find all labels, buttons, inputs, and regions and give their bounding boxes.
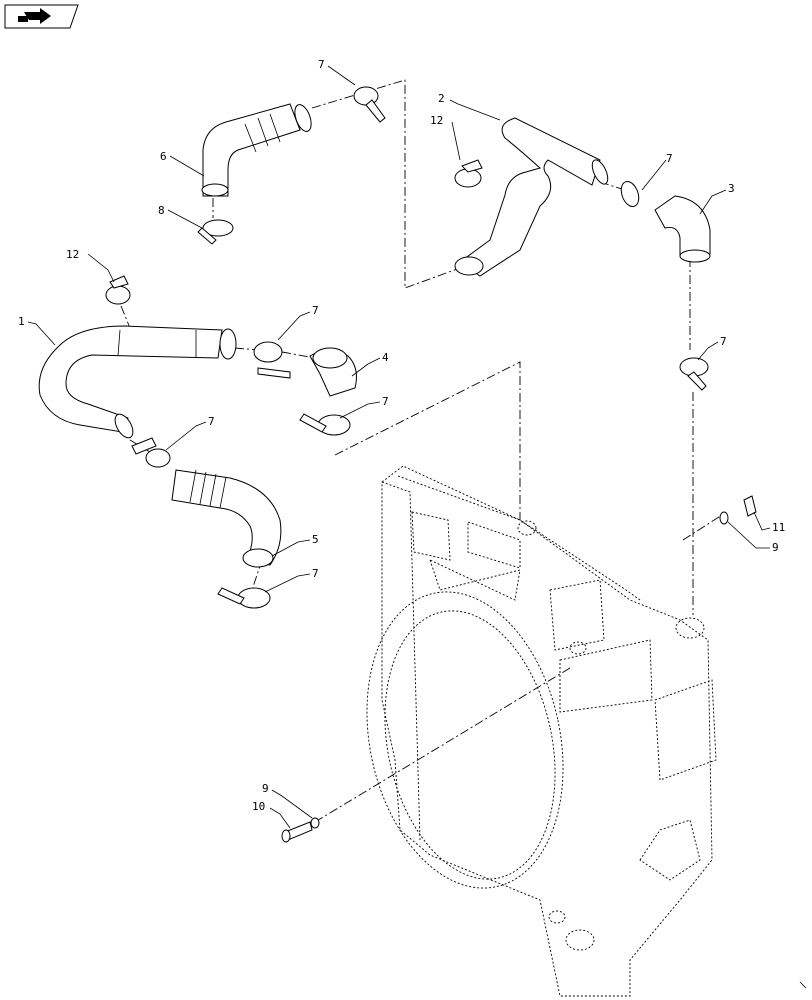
corner-mark bbox=[799, 981, 807, 989]
callout-9: 9 bbox=[772, 541, 779, 554]
next-page-button[interactable] bbox=[4, 4, 79, 29]
callout-labels: 7 2 12 7 3 6 8 12 1 7 4 7 7 7 5 7 11 9 9… bbox=[18, 58, 785, 813]
callout-9: 9 bbox=[262, 782, 269, 795]
callout-6: 6 bbox=[160, 150, 167, 163]
callout-7: 7 bbox=[318, 58, 325, 71]
clamp-7-bottom bbox=[217, 587, 271, 609]
next-page-arrow-icon bbox=[18, 8, 51, 24]
hose-2 bbox=[454, 117, 609, 277]
callout-12: 12 bbox=[66, 248, 79, 261]
callout-7: 7 bbox=[208, 415, 215, 428]
clamp-7-top bbox=[353, 86, 386, 123]
clamp-8 bbox=[197, 219, 234, 245]
clamp-7-right-mid bbox=[679, 357, 709, 391]
elbow-4 bbox=[309, 347, 357, 397]
clamp-7-lower-left bbox=[131, 437, 171, 468]
callout-leaders bbox=[27, 65, 771, 829]
clamp-7-center bbox=[299, 413, 351, 436]
callout-7: 7 bbox=[382, 395, 389, 408]
callout-8: 8 bbox=[158, 204, 165, 217]
radiator-assembly bbox=[366, 465, 717, 997]
callout-1: 1 bbox=[18, 315, 25, 328]
hose-5 bbox=[171, 469, 282, 568]
elbow-3 bbox=[654, 195, 711, 263]
callout-4: 4 bbox=[382, 351, 389, 364]
clamp-12-top bbox=[454, 159, 483, 188]
callout-11: 11 bbox=[772, 521, 785, 534]
callout-12: 12 bbox=[430, 114, 443, 127]
hose-1 bbox=[38, 325, 237, 439]
callout-10: 10 bbox=[252, 800, 265, 813]
callout-7: 7 bbox=[312, 304, 319, 317]
callout-7: 7 bbox=[666, 152, 673, 165]
clamp-7-right-top bbox=[620, 180, 640, 208]
clamp-12-left bbox=[105, 275, 131, 305]
bolt-11-washer-9-right bbox=[719, 495, 757, 525]
callout-7: 7 bbox=[720, 335, 727, 348]
clamp-7-mid bbox=[253, 341, 291, 379]
hose-6 bbox=[201, 103, 312, 197]
callout-2: 2 bbox=[438, 92, 445, 105]
bolt-10-washer-9-left bbox=[281, 817, 320, 843]
callout-5: 5 bbox=[312, 533, 319, 546]
callout-7: 7 bbox=[312, 567, 319, 580]
callout-3: 3 bbox=[728, 182, 735, 195]
